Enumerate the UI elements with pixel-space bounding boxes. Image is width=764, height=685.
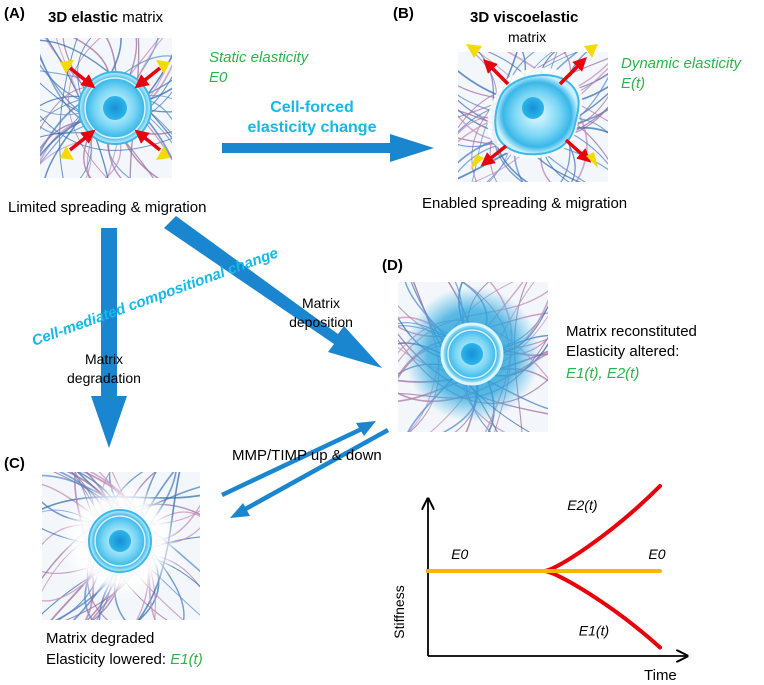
panel-d: (D) Matrix reconstituted Elasticity alte… [382, 257, 697, 432]
series-line-e1t [426, 568, 662, 650]
panel-a-tag: (A) [4, 5, 25, 22]
panel-d-tag: (D) [382, 257, 403, 274]
panel-c-caption-line2: Elasticity lowered: E1(t) [46, 651, 203, 668]
panel-c: (C) Matrix degraded Elasticity lowered: … [4, 455, 203, 668]
label-cell-mediated: Cell-mediated compositional change [30, 245, 281, 350]
panel-d-caption-line1: Matrix reconstituted [566, 323, 697, 340]
arrow-d-to-c [238, 428, 390, 514]
label-mmp-timp: MMP/TIMP up & down [232, 447, 382, 464]
arrow-a-to-b [222, 134, 434, 162]
panel-d-cell [440, 322, 504, 386]
panel-b-annotation-2: E(t) [621, 75, 645, 92]
label-degradation-2: degradation [67, 370, 141, 386]
label-cell-forced-1: Cell-forced [270, 99, 354, 116]
panel-b-title-line2: matrix [508, 29, 546, 45]
panel-a-title: 3D elastic matrix [48, 9, 164, 26]
panel-a-annotation-1: Static elasticity [209, 49, 310, 66]
panel-a-caption: Limited spreading & migration [8, 199, 206, 216]
panel-c-cell [88, 509, 152, 573]
stiffness-chart: Stiffness Time E0 E0 E2(t) E1(t) [391, 484, 686, 684]
panel-c-caption-line1: Matrix degraded [46, 630, 154, 647]
panel-a-cell [78, 71, 152, 145]
connector-arrows [91, 134, 434, 518]
matrix-fiber [68, 38, 108, 178]
panel-b-force-arrows [466, 44, 598, 170]
arrow-c-to-d [221, 423, 369, 498]
panel-d-caption-value: E1(t), E2(t) [566, 365, 639, 382]
series-label-e0-end: E0 [648, 546, 665, 562]
panel-b-title: 3D viscoelastic [470, 9, 578, 26]
chart-x-label: Time [644, 667, 677, 684]
arrow-a-to-c [91, 228, 127, 448]
panel-a: (A) 3D elastic matrix Static elasticity … [4, 5, 310, 216]
matrix-fiber [40, 39, 172, 140]
label-deposition-2: deposition [289, 314, 353, 330]
series-label-e1t: E1(t) [579, 623, 609, 639]
chart-y-label: Stiffness [391, 585, 407, 638]
panel-d-matrix [398, 282, 548, 432]
panel-b-tag: (B) [393, 5, 414, 22]
panel-b: (B) 3D viscoelastic matrix Dynamic elast… [393, 5, 743, 212]
panel-c-tag: (C) [4, 455, 25, 472]
matrix-fiber [506, 52, 588, 182]
label-deposition-1: Matrix [302, 295, 340, 311]
series-label-e2t: E2(t) [567, 497, 597, 513]
panel-a-annotation-2: E0 [209, 69, 228, 86]
panel-a-force-arrows [60, 60, 170, 160]
series-label-e0-start: E0 [451, 546, 468, 562]
panel-b-annotation-1: Dynamic elasticity [621, 55, 743, 72]
arrow-a-to-d [164, 216, 382, 368]
label-cell-forced-2: elasticity change [248, 119, 377, 136]
panel-d-caption-line2: Elasticity altered: [566, 343, 679, 360]
panel-b-caption: Enabled spreading & migration [422, 195, 627, 212]
label-degradation-1: Matrix [85, 351, 123, 367]
